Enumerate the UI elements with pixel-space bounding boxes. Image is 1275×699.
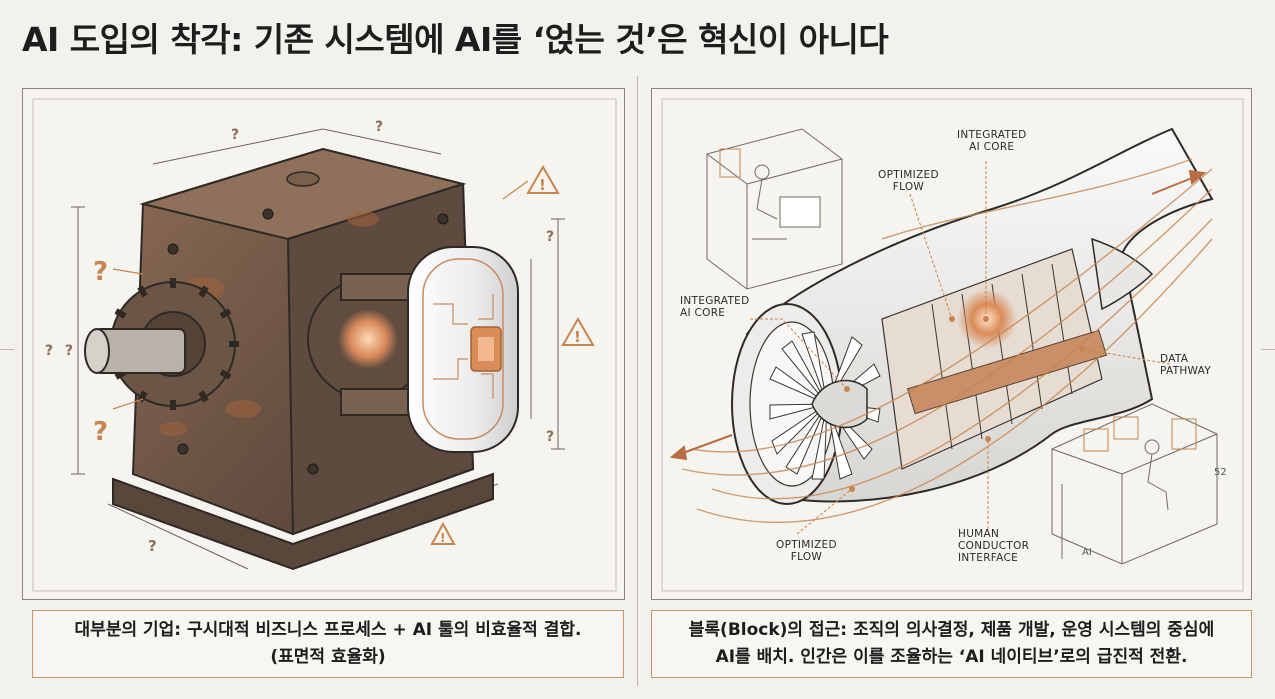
dimension-label: AI	[1082, 547, 1092, 558]
label-line: AI CORE	[680, 307, 726, 319]
label-line: AI CORE	[969, 141, 1015, 153]
rusty-gearbox-illustration: ! ! !	[32, 98, 617, 592]
label-human-conductor-interface: HUMAN CONDUCTOR INTERFACE	[958, 528, 1029, 564]
left-illustration-panel: ! ! ! ? ? ? ? ? ? ? ? ?	[22, 88, 625, 600]
question-mark: ?	[546, 429, 555, 445]
left-caption-line-2: (표면적 효율화)	[270, 647, 386, 667]
question-mark: ?	[546, 229, 555, 245]
registration-mark	[1261, 349, 1275, 350]
label-line: DATA	[1160, 353, 1189, 365]
svg-text:!: !	[539, 176, 546, 194]
svg-text:!: !	[574, 328, 581, 346]
question-mark: ?	[93, 417, 109, 447]
label-data-pathway: DATA PATHWAY	[1160, 353, 1211, 377]
svg-text:!: !	[440, 531, 445, 545]
right-illustration-panel: INTEGRATED AI CORE OPTIMIZED FLOW INTEGR…	[651, 88, 1252, 600]
label-line: HUMAN	[958, 528, 1000, 540]
jet-engine-illustration	[661, 98, 1244, 592]
label-line: OPTIMIZED	[878, 169, 939, 181]
question-mark: ?	[231, 127, 240, 143]
label-integrated-ai-core-left: INTEGRATED AI CORE	[680, 295, 750, 319]
question-mark: ?	[65, 343, 74, 359]
left-caption-line-1: 대부분의 기업: 구시대적 비즈니스 프로세스 + AI 툴의 비효율적 결합.	[74, 620, 582, 640]
left-caption: 대부분의 기업: 구시대적 비즈니스 프로세스 + AI 툴의 비효율적 결합.…	[32, 610, 624, 678]
question-mark: ?	[375, 119, 384, 135]
label-integrated-ai-core-top: INTEGRATED AI CORE	[957, 129, 1027, 153]
question-mark: ?	[93, 257, 109, 287]
label-line: FLOW	[790, 551, 823, 563]
dimension-label: 52	[1214, 467, 1227, 478]
label-line: PATHWAY	[1160, 365, 1212, 377]
label-line: CONDUCTOR	[958, 540, 1030, 552]
label-line: INTEGRATED	[957, 129, 1027, 141]
label-optimized-flow-bottom: OPTIMIZED FLOW	[776, 539, 837, 563]
label-line: FLOW	[892, 181, 925, 193]
registration-mark	[0, 349, 14, 350]
right-caption: 블록(Block)의 접근: 조직의 의사결정, 제품 개발, 운영 시스템의 …	[651, 610, 1252, 678]
question-mark: ?	[45, 343, 54, 359]
right-caption-line-1: 블록(Block)의 접근: 조직의 의사결정, 제품 개발, 운영 시스템의 …	[688, 620, 1215, 640]
label-line: INTEGRATED	[680, 295, 750, 307]
page-title: AI 도입의 착각: 기존 시스템에 AI를 ‘얹는 것’은 혁신이 아니다	[22, 20, 889, 59]
label-line: INTERFACE	[958, 552, 1019, 564]
registration-mark	[637, 76, 638, 686]
right-caption-line-2: AI를 배치. 인간은 이를 조율하는 ‘AI 네이티브’로의 급진적 전환.	[715, 647, 1188, 667]
question-mark: ?	[148, 537, 157, 555]
label-optimized-flow-top: OPTIMIZED FLOW	[878, 169, 939, 193]
label-line: OPTIMIZED	[776, 539, 837, 551]
